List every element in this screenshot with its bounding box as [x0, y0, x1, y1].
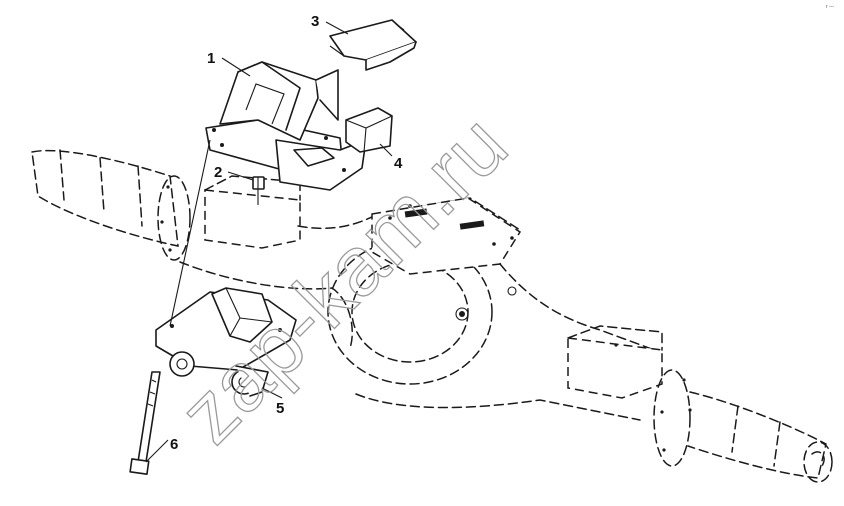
callout-5: 5 [276, 400, 284, 417]
callout-6: 6 [170, 436, 178, 453]
callout-4: 4 [394, 155, 403, 172]
callout-leaders [145, 21, 393, 463]
callout-labels: 1 2 3 4 5 6 [170, 13, 403, 453]
part-2-nut [252, 176, 265, 205]
axle-housing [31, 149, 833, 483]
part-3-plate [329, 19, 417, 71]
callout-1: 1 [207, 50, 215, 67]
corner-mark: r --- [826, 4, 834, 10]
part-1-upper-bracket [205, 61, 367, 191]
part-4-pad [345, 107, 393, 153]
callout-2: 2 [214, 164, 222, 181]
callout-3: 3 [311, 13, 319, 30]
part-5-lower-seat [155, 287, 297, 397]
